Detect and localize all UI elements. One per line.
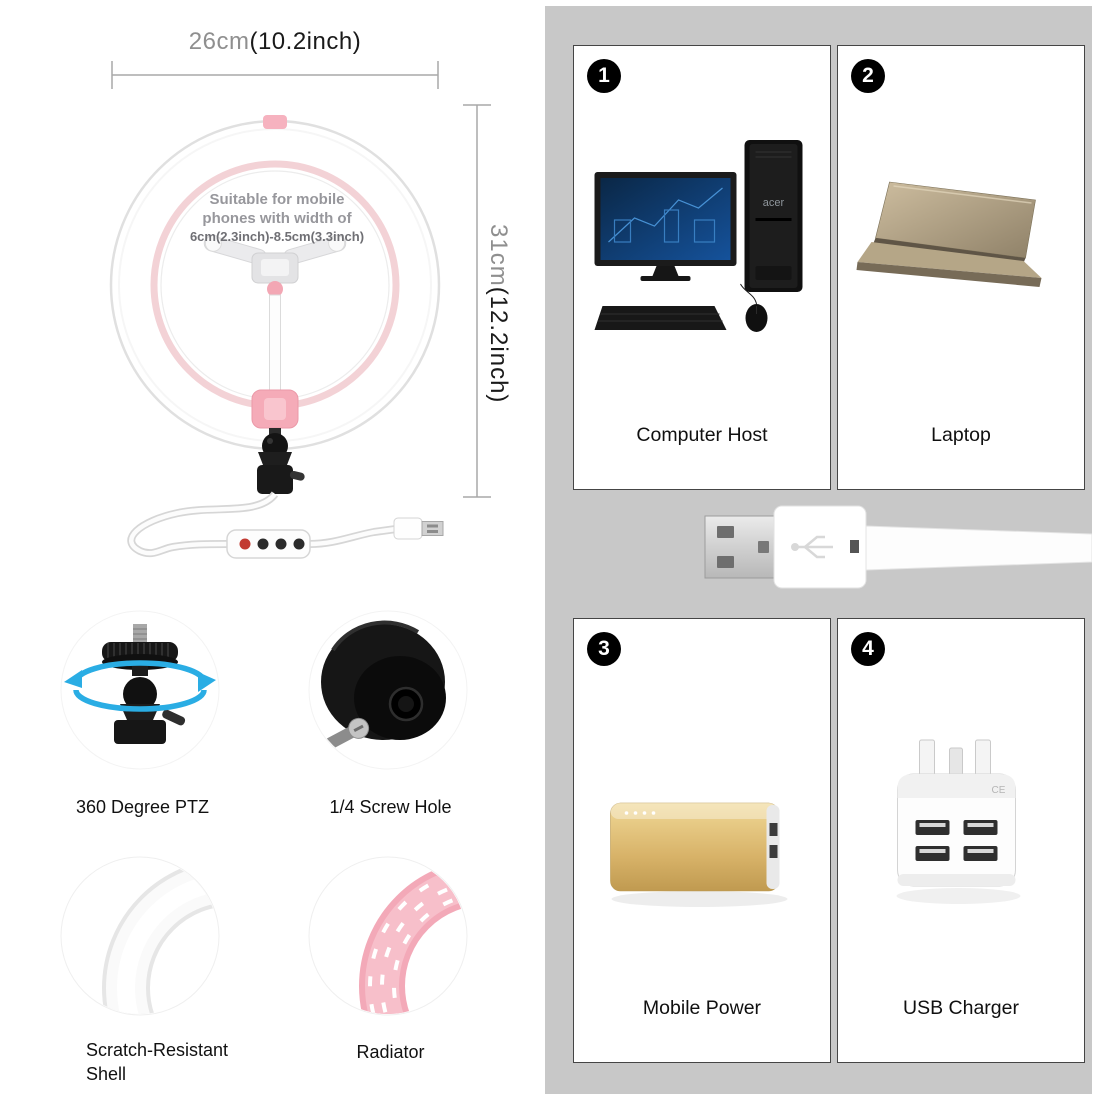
inline-controller [226, 529, 311, 559]
callout-360-ptz [60, 610, 220, 770]
power-bank-image [610, 802, 788, 907]
power-cable [127, 491, 397, 558]
width-dimension-bracket [111, 61, 439, 89]
note-line-1: Suitable for mobile [209, 191, 345, 208]
phone-clamp [203, 234, 347, 393]
callout-screw-hole [308, 610, 468, 770]
card-number-badge: 2 [851, 59, 885, 93]
card-label: Mobile Power [642, 997, 762, 1019]
card-laptop: 2 Laptop [837, 45, 1085, 490]
ring-mount [251, 389, 299, 429]
ptz-rotation-icon [60, 610, 220, 770]
card-label: Laptop [931, 424, 991, 446]
callout-label-shell: Scratch-Resistant Shell [86, 1040, 229, 1084]
ring-compatibility-note: Suitable for mobile phones with width of… [186, 190, 368, 246]
ball-head [257, 428, 305, 494]
height-value: 31cm [485, 224, 512, 287]
ring-light-illustration [109, 61, 491, 559]
tower-brand-text: acer [763, 197, 785, 209]
height-dimension-label: 31cm(12.2inch) [484, 224, 512, 403]
note-line-3: 6cm(2.3inch)-8.5cm(3.3inch) [189, 229, 365, 244]
usb-connector-graphic [704, 505, 1092, 589]
card-label: USB Charger [903, 997, 1019, 1019]
usb-plug-icon [393, 517, 444, 540]
note-line-2: phones with width of [202, 210, 352, 227]
laptop-image [856, 181, 1042, 287]
charger-ce-mark: CE [992, 785, 1006, 796]
usb-ports [915, 820, 998, 861]
width-value: 26cm [188, 28, 250, 55]
height-inches: (12.2inch) [485, 286, 512, 404]
card-label: Computer Host [636, 424, 768, 446]
width-inches: (10.2inch) [249, 28, 362, 55]
usb-trident-icon [791, 535, 833, 559]
callout-label-screw: 1/4 Screw Hole [329, 797, 452, 817]
card-number-badge: 3 [587, 632, 621, 666]
callout-shell [60, 856, 220, 1016]
usb-charger-image: CE [896, 739, 1021, 904]
card-number-badge: 1 [587, 59, 621, 93]
width-dimension-label: 26cm(10.2inch) [115, 28, 435, 56]
card-number-badge: 4 [851, 632, 885, 666]
compatibility-panel: 1 [545, 6, 1092, 1094]
callout-radiator [308, 856, 468, 1016]
radiator-tube-icon [308, 856, 468, 1016]
height-dimension-bracket [463, 104, 491, 498]
card-computer-host: 1 [573, 45, 831, 490]
shell-tube-icon [60, 856, 220, 1016]
computer-host-image: acer [594, 140, 803, 332]
callout-label-radiator: Radiator [356, 1042, 425, 1062]
card-usb-charger: 4 CE [837, 618, 1085, 1063]
screw-hole-icon [308, 610, 468, 770]
card-mobile-power: 3 Mobile Power [573, 618, 831, 1063]
callout-label-ptz: 360 Degree PTZ [75, 797, 210, 817]
